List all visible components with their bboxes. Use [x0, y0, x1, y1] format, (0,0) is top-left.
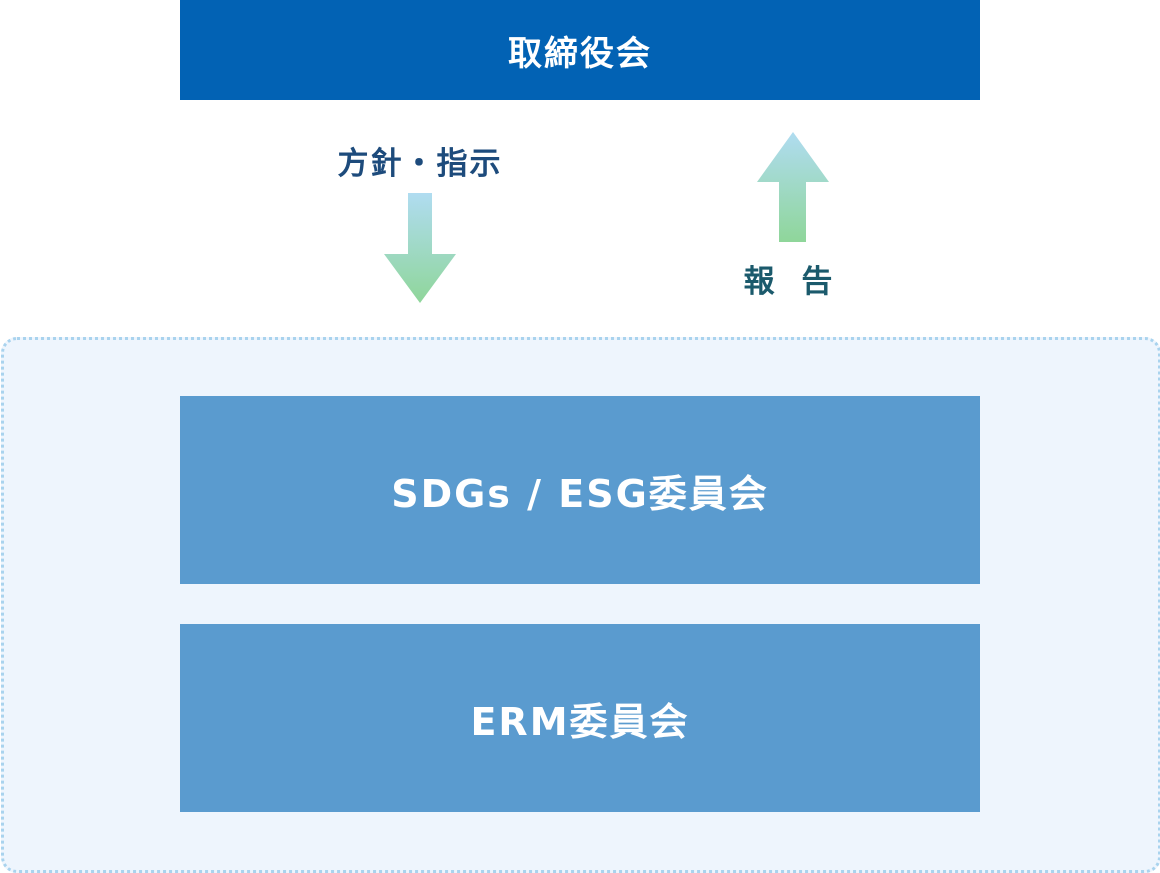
report-label: 報 告	[743, 264, 841, 300]
up-arrow-icon	[757, 132, 829, 242]
board-of-directors-box: 取締役会	[180, 0, 980, 100]
sdgs-esg-committee-label: SDGs / ESG委員会	[391, 471, 769, 516]
board-of-directors-label: 取締役会	[508, 33, 652, 74]
erm-committee-label: ERM委員会	[470, 699, 690, 744]
sdgs-esg-committee-box: SDGs / ESG委員会	[180, 396, 980, 584]
policy-instruction-label: 方針・指示	[337, 146, 503, 182]
erm-committee-box: ERM委員会	[180, 624, 980, 812]
down-arrow-icon	[384, 193, 456, 303]
